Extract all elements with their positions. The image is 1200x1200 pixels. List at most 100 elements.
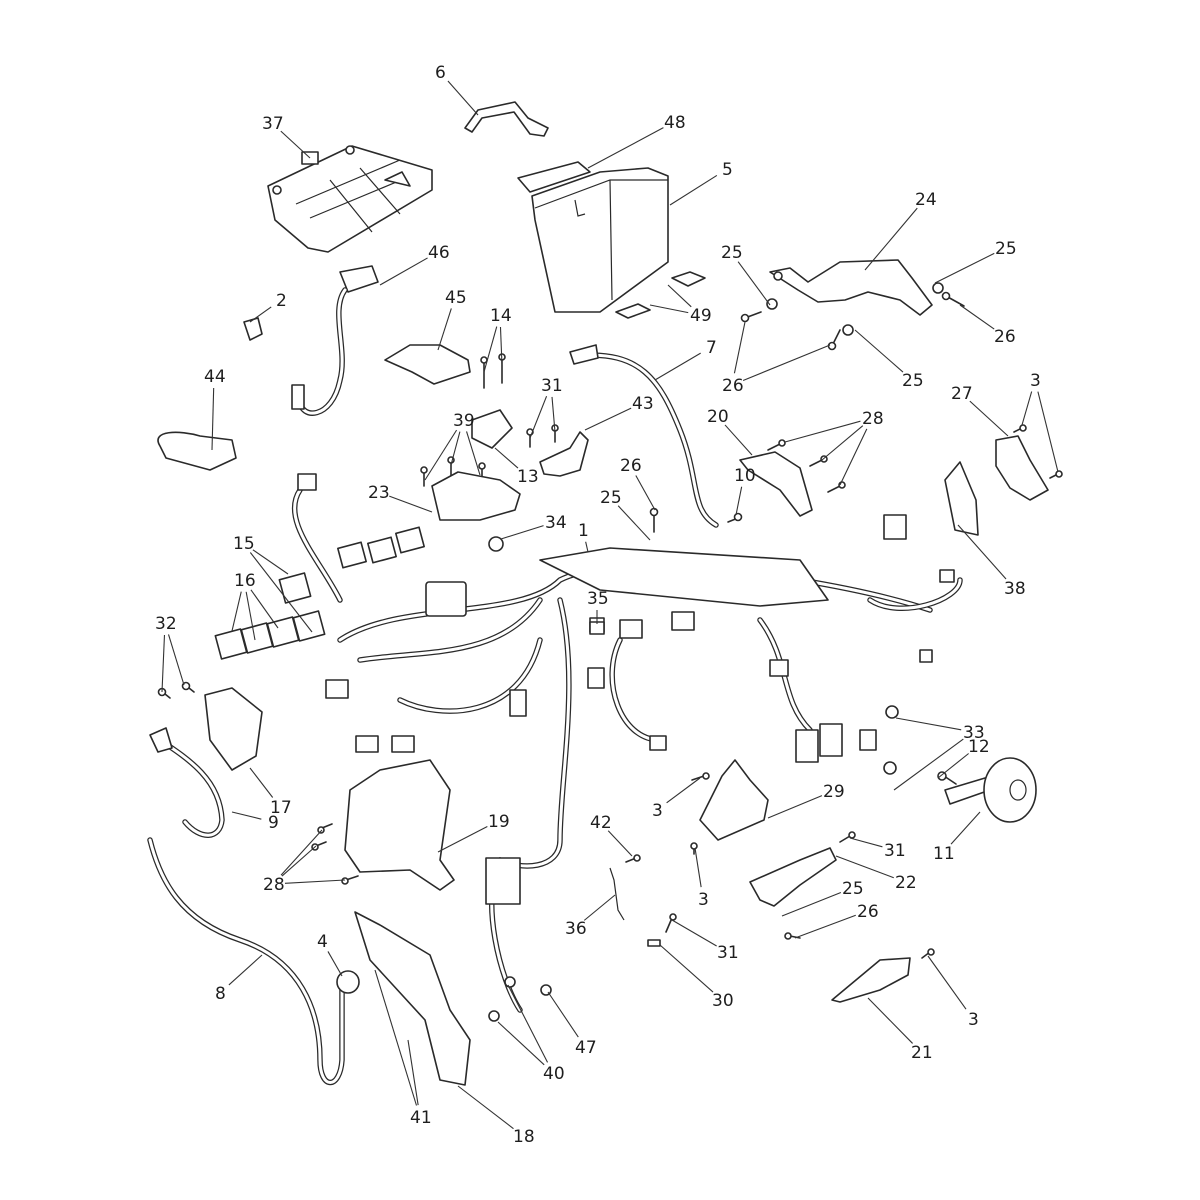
leader-line	[950, 811, 981, 845]
callout-label: 3	[1030, 371, 1041, 391]
callout-label: 3	[968, 1010, 979, 1030]
bolts	[157, 291, 1063, 959]
leader-line	[584, 407, 632, 431]
callout-label: 9	[268, 813, 279, 833]
clip	[885, 705, 899, 719]
callout-label: 15	[233, 534, 255, 554]
callout-label: 20	[707, 407, 729, 427]
leader-line	[666, 777, 701, 804]
relay-holder	[431, 471, 521, 521]
callout-label: 25	[995, 239, 1017, 259]
callout-28: 28	[263, 829, 346, 895]
callout-label: 39	[453, 411, 475, 431]
callout-47: 47	[547, 991, 597, 1058]
leader-line	[281, 845, 317, 877]
bracket-22	[749, 847, 837, 907]
callout-13: 13	[494, 447, 539, 487]
leader-line	[284, 879, 346, 884]
callout-label: 18	[513, 1127, 535, 1147]
callout-45: 45	[437, 288, 467, 351]
callout-20: 20	[707, 407, 753, 456]
clip	[883, 761, 897, 775]
leader-line	[969, 400, 1009, 437]
callout-40: 40	[497, 984, 565, 1084]
callout-3: 3	[694, 847, 709, 910]
bracket-27	[995, 435, 1049, 501]
callout-label: 6	[435, 63, 446, 83]
leader-line	[327, 951, 343, 977]
callout-31: 31	[671, 919, 739, 963]
leader-line	[437, 308, 452, 351]
callout-30: 30	[659, 944, 734, 1011]
leader-line	[893, 738, 964, 791]
callout-25: 25	[600, 488, 651, 541]
callout-28: 28	[784, 409, 884, 486]
leader-line	[867, 997, 913, 1044]
relay-bracket	[384, 344, 471, 385]
callout-31: 31	[849, 837, 906, 861]
bracket-20	[739, 451, 813, 517]
leader-line	[231, 591, 242, 632]
leader-line	[667, 284, 692, 308]
callout-9: 9	[231, 811, 279, 833]
callout-label: 11	[933, 844, 955, 864]
main-harness	[291, 473, 963, 1013]
leader-line	[839, 428, 868, 486]
callout-6: 6	[435, 63, 479, 116]
washer	[932, 282, 944, 294]
control-module	[204, 687, 263, 771]
callout-label: 43	[632, 394, 654, 414]
leader-line	[228, 954, 263, 986]
leader-line	[669, 174, 718, 206]
leader-line	[784, 420, 861, 443]
callout-label: 45	[445, 288, 467, 308]
leader-line	[737, 261, 771, 306]
callout-label: 28	[862, 409, 884, 429]
callout-label: 3	[652, 801, 663, 821]
leader-line	[659, 944, 714, 993]
leader-line	[450, 431, 461, 466]
leader-line	[529, 395, 548, 439]
leader-line	[249, 767, 274, 798]
leader-line	[211, 387, 215, 451]
callout-label: 37	[262, 114, 284, 134]
leader-line	[280, 829, 323, 876]
fuse	[243, 317, 263, 341]
leader-line	[499, 326, 503, 366]
battery	[531, 167, 669, 313]
callout-label: 19	[488, 812, 510, 832]
callout-1: 1	[578, 521, 589, 553]
battery-strap	[464, 101, 549, 137]
callout-label: 2	[276, 291, 287, 311]
leader-line	[447, 80, 479, 116]
callout-26: 26	[794, 902, 879, 939]
callout-43: 43	[584, 394, 654, 431]
part-artwork	[147, 101, 1063, 1086]
leader-line	[864, 207, 918, 271]
callout-5: 5	[669, 160, 733, 206]
leader-line	[547, 991, 579, 1038]
leader-line	[379, 257, 428, 286]
leader-line	[424, 429, 458, 481]
callout-23: 23	[368, 483, 433, 513]
callout-label: 25	[721, 243, 743, 263]
leader-line	[895, 717, 962, 731]
callout-label: 29	[823, 782, 845, 802]
callout-4: 4	[317, 932, 343, 977]
leader-line	[835, 855, 894, 879]
callout-label: 25	[842, 879, 864, 899]
callout-25: 25	[781, 879, 864, 917]
callout-label: 46	[428, 243, 450, 263]
leader-line	[245, 591, 256, 641]
leader-line	[934, 252, 995, 284]
leader-line	[587, 127, 664, 169]
clip	[488, 536, 504, 552]
sensor	[339, 265, 379, 293]
callout-label: 35	[587, 589, 609, 609]
callout-33: 33	[893, 717, 985, 791]
leader-line	[821, 425, 864, 461]
callout-10: 10	[734, 466, 756, 516]
bracket-21	[831, 957, 911, 1003]
bracket-19	[344, 759, 455, 891]
leader-line	[742, 344, 831, 381]
